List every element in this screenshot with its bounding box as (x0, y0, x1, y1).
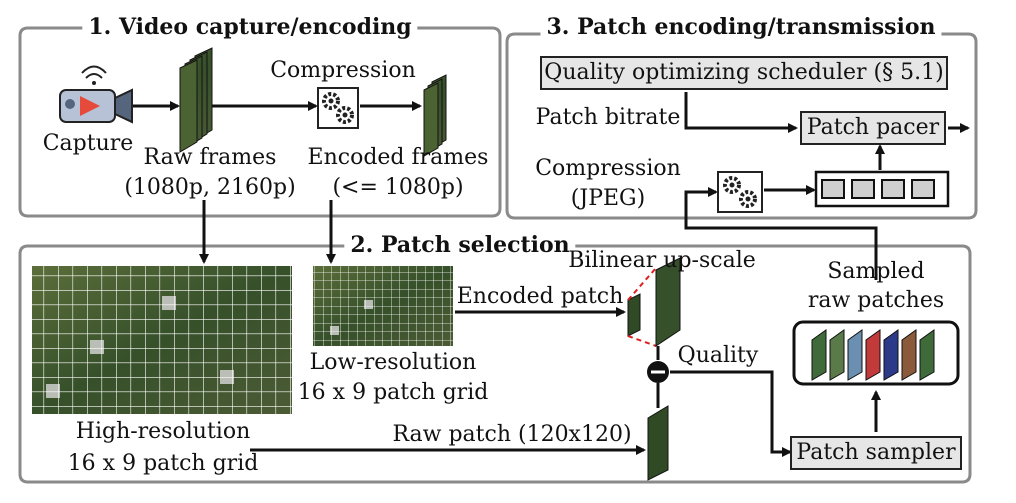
camera-icon (59, 65, 133, 124)
patch-queue (814, 170, 950, 208)
quality-label: Quality (677, 343, 759, 368)
raw-frames-resolution: (1080p, 2160p) (124, 175, 296, 200)
raw-patches-label: raw patches (807, 288, 945, 313)
jpeg-compression-label: Compression (535, 156, 681, 181)
sampled-label: Sampled (827, 259, 925, 284)
low-res-label: Low-resolution (309, 350, 477, 375)
quality-scheduler-box: Quality optimizing scheduler (§ 5.1) (540, 56, 948, 90)
encoded-frames-label: Encoded frames (307, 145, 489, 170)
sampled-patches-box (792, 320, 960, 386)
raw-frames-label: Raw frames (143, 145, 277, 170)
panel-3-border (505, 32, 978, 220)
raw-frames-stack (179, 47, 213, 153)
panel-2-title: 2. Patch selection (344, 233, 576, 257)
encoded-frames-stack (423, 74, 447, 157)
patch-sampler-box: Patch sampler (790, 436, 962, 470)
low-res-grid-image (313, 266, 453, 346)
low-res-grid-label: 16 x 9 patch grid (297, 380, 489, 405)
high-res-grid-image (32, 266, 292, 414)
jpeg-compression-gears-icon (717, 171, 763, 213)
panel-2-border (18, 244, 972, 484)
encoded-frames-resolution: (<= 1080p) (332, 175, 464, 200)
upscaled-patch (627, 257, 681, 347)
panel-1-border (18, 26, 502, 218)
panel-3-title: 3. Patch encoding/transmission (540, 15, 942, 39)
encoded-patch-label: Encoded patch (456, 284, 624, 309)
patch-pacer-box: Patch pacer (800, 111, 946, 145)
raw-patch-label: Raw patch (120x120) (392, 422, 632, 447)
compression-label: Compression (270, 58, 416, 83)
patch-bitrate-label: Patch bitrate (535, 105, 681, 130)
bilinear-upscale-label: Bilinear up-scale (568, 248, 756, 273)
high-res-label: High-resolution (75, 419, 251, 444)
raw-patch-image (647, 405, 669, 481)
compression-gears-icon (317, 87, 359, 129)
high-res-grid-label: 16 x 9 patch grid (67, 451, 259, 476)
panel-1-title: 1. Video capture/encoding (82, 15, 418, 39)
jpeg-format-label: (JPEG) (570, 186, 646, 211)
capture-label: Capture (42, 131, 134, 156)
